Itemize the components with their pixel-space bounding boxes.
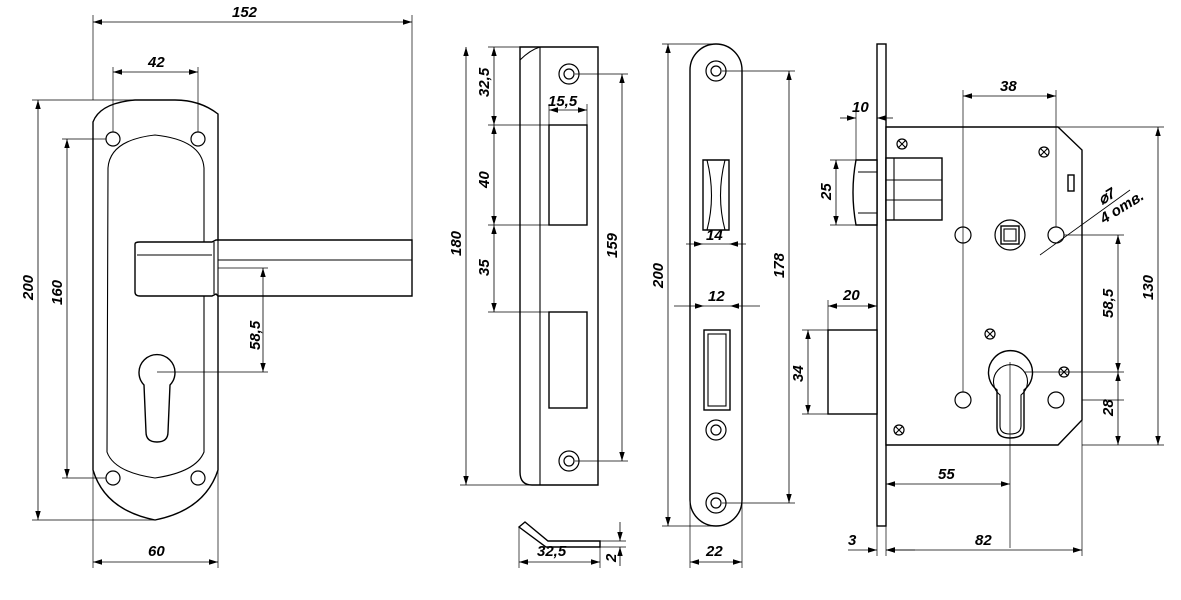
strike-slot-bottom [548,311,588,409]
plate-screw-hole [190,470,206,486]
faceplate-view: 200 14 12 178 22 [650,43,795,568]
dim-label: 60 [148,543,165,560]
dim-overall-height: 180 [448,47,532,486]
dim-latch-projection: 10 [840,99,893,160]
dim-label: 35 [476,259,493,276]
case-screw-icon [1038,146,1050,158]
mounting-hole [1047,226,1065,244]
dim-overall-length: 152 [92,4,413,240]
latch-opening [702,159,730,231]
handle-plate-view: 152 42 200 160 58,5 60 [20,4,413,568]
dim-label: 130 [1140,274,1157,300]
dim-top-hole-distance: 38 [963,78,1056,99]
case-screw-icon [893,424,905,436]
strike-plate-view: 32,5 15,5 40 35 180 159 [448,46,628,568]
dim-label: 12 [708,288,725,305]
dim-plate-width: 22 [689,500,743,568]
dim-label: 15,5 [548,93,578,110]
dim-label: 159 [604,232,621,258]
dim-label: 14 [706,227,723,244]
faceplate-screw-hole [705,60,727,82]
mounting-hole [954,391,972,409]
dim-label: 34 [790,365,807,382]
faceplate-outline [689,43,743,527]
lock-faceplate-edge [876,43,887,527]
dim-latch-height: 25 [818,159,856,226]
dim-label: 200 [20,274,37,301]
dim-body-height: 130 [1058,126,1164,446]
dim-handle-to-cylinder: 58,5 [218,267,268,372]
dim-label: 32,5 [537,543,567,560]
dim-label: 20 [842,287,860,304]
dim-slot-width: 15,5 [548,93,588,125]
dim-label: 200 [650,262,667,289]
latch-mechanism [885,157,943,221]
latch-bolt [852,159,878,226]
handle-plate-inner-outline [106,134,205,479]
dim-top-offset: 32,5 [476,46,549,126]
dim-label: 152 [232,4,258,21]
dim-label: 55 [938,466,955,483]
dim-label: 58,5 [247,320,264,350]
dim-label: 40 [476,171,493,189]
dead-bolt [827,329,878,415]
dim-profile-depth: 32,5 [518,527,601,568]
handle-lever [134,239,413,297]
faceplate-screw-hole [705,419,727,441]
dim-label: 28 [1100,399,1117,417]
indicator-slot [1067,174,1075,192]
handle-plate-outline [92,99,219,521]
dim-bolt-height: 34 [790,329,828,415]
dim-label: 42 [147,54,165,71]
dim-label: 22 [705,543,723,560]
strike-plate-outline [519,46,599,486]
mounting-hole [1047,391,1065,409]
dim-slot-gap: 35 [476,225,549,313]
dim-label: 10 [852,99,869,116]
dim-label: 25 [818,183,835,201]
dim-body-depth: 82 [886,420,1083,556]
dim-profile-thickness: 2 [600,522,626,566]
dim-label: 160 [49,279,66,305]
dim-label: 38 [1000,78,1017,95]
dim-label: 82 [975,532,992,549]
dim-handle-to-cylinder: 58,5 [1024,234,1124,373]
dim-backset: 55 [886,466,1010,487]
dim-slot-top-height: 40 [476,125,549,226]
dim-bolt-projection: 20 [827,287,877,330]
lock-body-view: 10 25 38 ⌀7 4 отв. 20 34 [790,43,1164,556]
dim-label: ⌀7 [1095,184,1119,208]
dim-label: 3 [848,532,857,549]
dim-latch-width: 14 [686,227,746,247]
dim-label: 180 [448,230,465,256]
plate-screw-hole [190,131,206,147]
strike-slot-top [548,124,588,226]
dim-label: 2 [603,553,620,563]
case-screw-icon [984,328,996,340]
dim-plate-width: 60 [92,470,219,568]
dim-bolt-width: 12 [674,288,760,309]
dim-hole-spacing-horizontal: 42 [112,54,199,132]
dim-label: 32,5 [476,67,493,97]
dim-faceplate-thickness: 3 [848,526,915,556]
cylinder-keyhole [138,353,176,443]
case-screw-icon [896,138,908,150]
dim-overall-height: 200 [650,43,716,527]
plate-screw-hole [105,470,121,486]
plate-screw-hole [105,131,121,147]
dim-hole-spacing: 159 [575,73,628,462]
dim-plate-height: 200 [20,99,155,521]
dim-cylinder-to-screw: 28 [1082,372,1124,445]
dim-label: 58,5 [1100,288,1117,318]
dim-hole-spacing: 178 [722,70,795,504]
dim-hole-spacing-vertical: 160 [49,138,106,479]
dim-label: 178 [771,252,788,278]
